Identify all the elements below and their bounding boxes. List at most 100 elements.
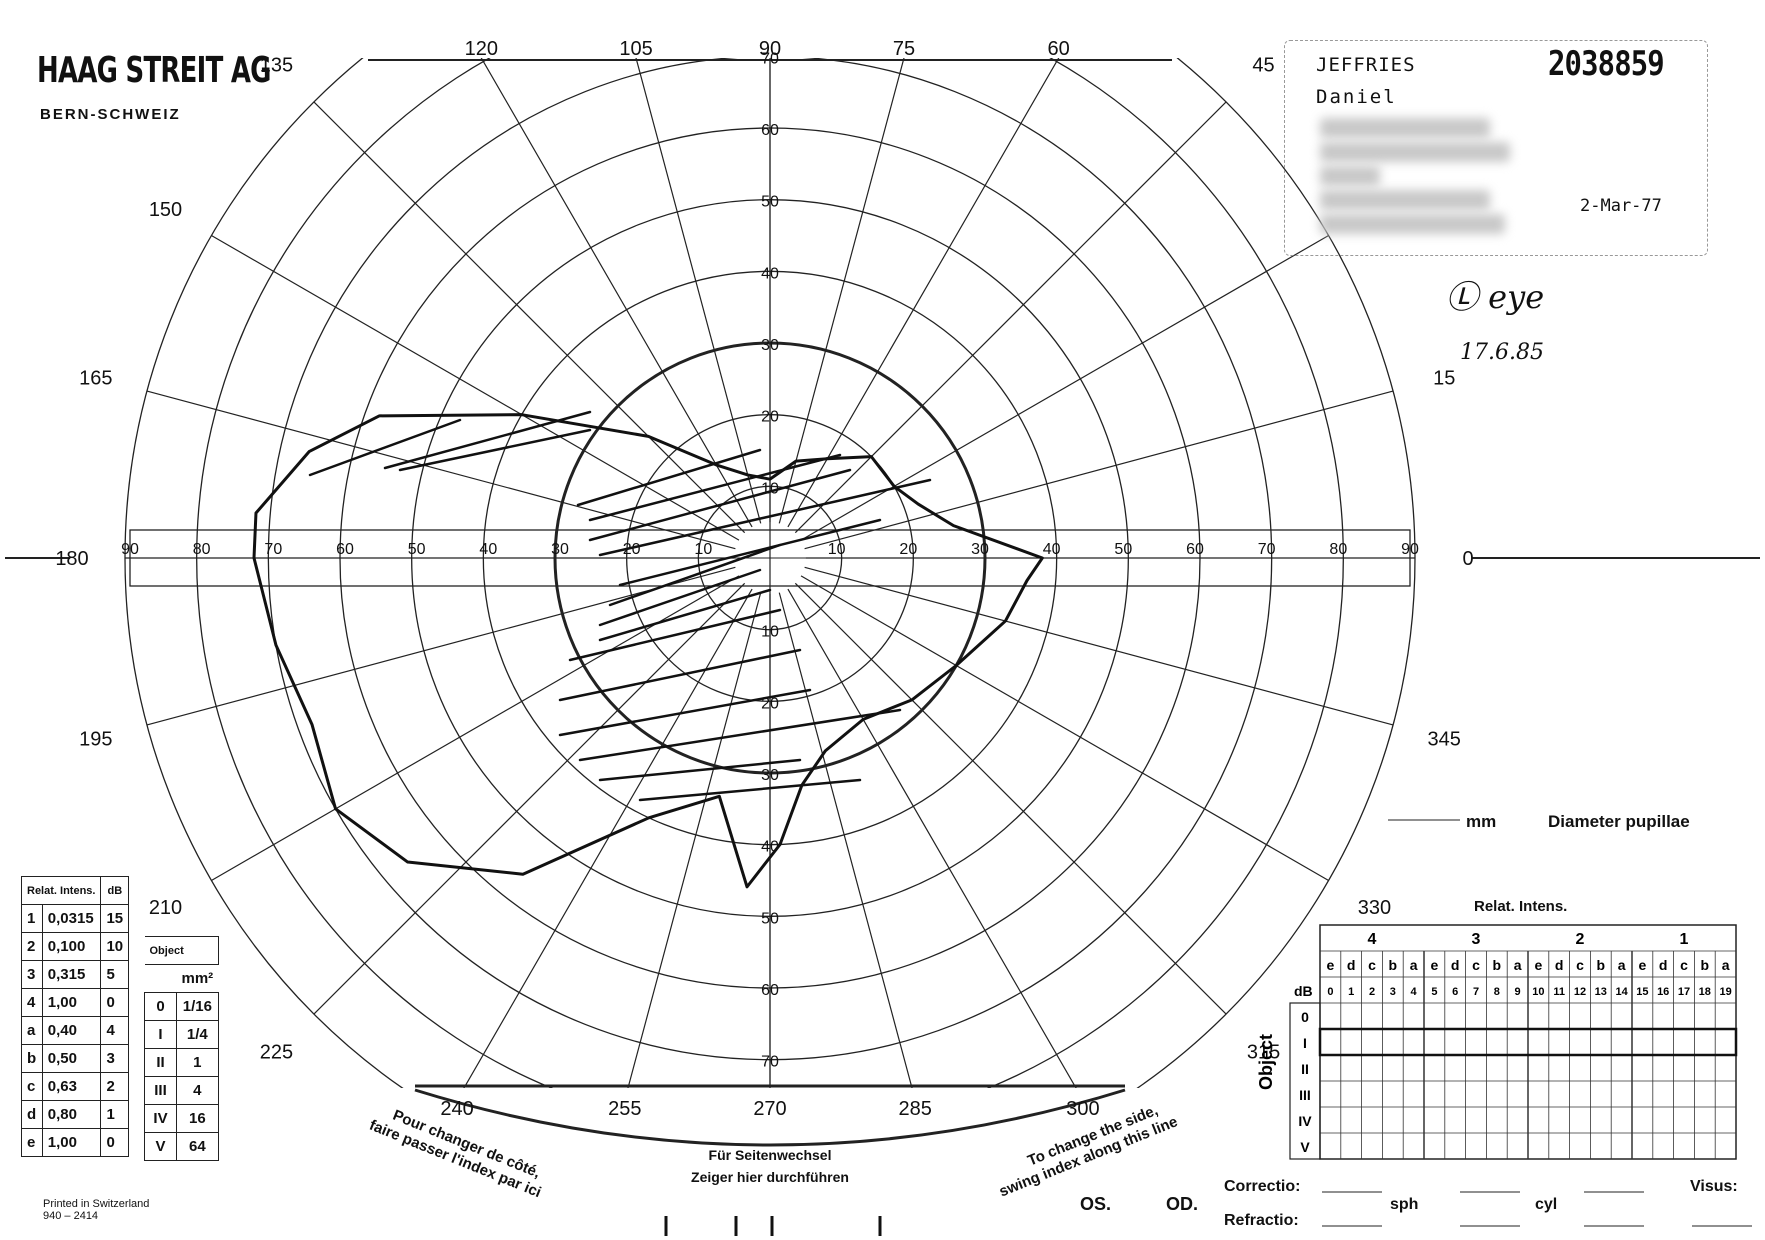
meridian-label-105: 105 bbox=[619, 38, 652, 60]
scale-up-40: 40 bbox=[761, 265, 779, 282]
object-size: III bbox=[144, 1076, 177, 1105]
label-date: 2-Mar-77 bbox=[1580, 196, 1662, 216]
row-db: 0 bbox=[100, 988, 130, 1017]
meridian-label-90: 90 bbox=[759, 38, 781, 60]
grid-letter: b bbox=[1597, 957, 1606, 973]
grid-letter: c bbox=[1472, 957, 1480, 973]
grid-number: 17 bbox=[1678, 986, 1690, 998]
row-key: c bbox=[21, 1072, 43, 1101]
grid-letter: d bbox=[1659, 957, 1668, 973]
record-number: 2038859 bbox=[1548, 44, 1665, 84]
visus-label: Visus: bbox=[1690, 1178, 1738, 1195]
grid-number: 18 bbox=[1699, 986, 1711, 998]
row-key: 4 bbox=[21, 988, 43, 1017]
correctio-label: Correctio: bbox=[1224, 1178, 1301, 1195]
grid-group-1: 1 bbox=[1680, 931, 1689, 948]
swing-arc bbox=[414, 1088, 1126, 1147]
meridian-label-270: 270 bbox=[753, 1098, 786, 1120]
hatch-stroke-9 bbox=[598, 568, 762, 627]
meridian-label-75: 75 bbox=[893, 38, 915, 60]
handwritten-date: 17.6.85 bbox=[1460, 340, 1544, 365]
grid-letter: e bbox=[1327, 957, 1335, 973]
object-size: 0 bbox=[144, 992, 177, 1021]
hatch-stroke-0 bbox=[308, 418, 462, 477]
scale-right-60: 60 bbox=[1186, 541, 1204, 558]
form-code: 940 – 2414 bbox=[43, 1210, 99, 1222]
meridian-label-15: 15 bbox=[1433, 367, 1455, 389]
meridian-label-195: 195 bbox=[79, 729, 112, 751]
row-key: a bbox=[21, 1016, 43, 1045]
object-area: 1/4 bbox=[176, 1020, 219, 1049]
scale-left-20: 20 bbox=[623, 541, 641, 558]
grid-object-III: III bbox=[1299, 1087, 1311, 1103]
redacted-doctor bbox=[1320, 190, 1490, 210]
meridian-label-210: 210 bbox=[149, 897, 182, 919]
grid-highlight-row bbox=[1318, 1027, 1738, 1057]
meridian-300 bbox=[787, 588, 1077, 1088]
meridian-label-345: 345 bbox=[1428, 729, 1461, 751]
scale-down-60: 60 bbox=[761, 982, 779, 999]
row-db: 4 bbox=[100, 1016, 130, 1045]
object-area: 4 bbox=[176, 1076, 219, 1105]
object-size: I bbox=[144, 1020, 177, 1049]
scale-left-60: 60 bbox=[336, 541, 354, 558]
scale-left-70: 70 bbox=[264, 541, 282, 558]
cyl-label: cyl bbox=[1535, 1196, 1558, 1213]
scale-right-20: 20 bbox=[899, 541, 917, 558]
side-change-note: Für Seitenwechsel Zeiger hier durchführe… bbox=[650, 1144, 890, 1188]
row-db: 10 bbox=[100, 932, 130, 961]
meridian-label-255: 255 bbox=[608, 1098, 641, 1120]
grid-object-II: II bbox=[1301, 1061, 1309, 1077]
redacted-address-3 bbox=[1320, 166, 1380, 186]
row-intensity: 0,100 bbox=[41, 932, 102, 961]
scale-down-50: 50 bbox=[761, 910, 779, 927]
printed-note: Printed in Switzerland 940 – 2414 bbox=[43, 1198, 149, 1222]
meridian-label-45: 45 bbox=[1252, 54, 1274, 76]
meridian-30 bbox=[800, 234, 1329, 541]
grid-number: 16 bbox=[1657, 986, 1669, 998]
grid-number: 10 bbox=[1532, 986, 1544, 998]
scale-left-30: 30 bbox=[551, 541, 569, 558]
scale-right-80: 80 bbox=[1329, 541, 1347, 558]
grid-object-IV: IV bbox=[1298, 1113, 1312, 1129]
meridian-60 bbox=[787, 58, 1060, 528]
grid-letter: d bbox=[1347, 957, 1356, 973]
meridian-45 bbox=[794, 101, 1227, 534]
object-size: V bbox=[144, 1132, 177, 1161]
row-key: 1 bbox=[21, 904, 43, 933]
scale-right-40: 40 bbox=[1043, 541, 1061, 558]
os-label: OS. bbox=[1080, 1194, 1112, 1214]
row-intensity: 0,40 bbox=[41, 1016, 102, 1045]
grid-object-I: I bbox=[1303, 1035, 1307, 1051]
meridian-label-240: 240 bbox=[440, 1098, 473, 1120]
object-area: 64 bbox=[176, 1132, 219, 1161]
grid-letter: a bbox=[1410, 957, 1418, 973]
meridian-label-60: 60 bbox=[1048, 38, 1070, 60]
scale-left-80: 80 bbox=[193, 541, 211, 558]
grid-number: 5 bbox=[1431, 986, 1437, 998]
db-header: dB bbox=[100, 876, 130, 905]
row-db: 1 bbox=[100, 1100, 130, 1129]
object-size: II bbox=[144, 1048, 177, 1077]
grid-letter: c bbox=[1576, 957, 1584, 973]
row-intensity: 1,00 bbox=[41, 988, 102, 1017]
meridian-315 bbox=[794, 582, 1227, 1015]
meridian-195 bbox=[146, 566, 736, 726]
hatch-stroke-13 bbox=[558, 688, 812, 737]
mm-unit: mm² bbox=[181, 970, 214, 987]
grid-letter: e bbox=[1535, 957, 1543, 973]
grid-letter: c bbox=[1368, 957, 1376, 973]
grid-group-3: 3 bbox=[1472, 931, 1481, 948]
intens-header: Relat. Intens. bbox=[20, 876, 102, 905]
hatch-stroke-6 bbox=[598, 478, 932, 557]
object-size: IV bbox=[144, 1104, 177, 1133]
mm-label: mm bbox=[1466, 812, 1497, 831]
brand-name: HAAG STREIT AG bbox=[37, 50, 271, 91]
meridian-label-150: 150 bbox=[149, 199, 182, 221]
meridian-label-0: 0 bbox=[1462, 548, 1473, 570]
hatch-stroke-14 bbox=[578, 708, 902, 762]
scale-right-10: 10 bbox=[828, 541, 846, 558]
scale-up-30: 30 bbox=[761, 337, 779, 354]
